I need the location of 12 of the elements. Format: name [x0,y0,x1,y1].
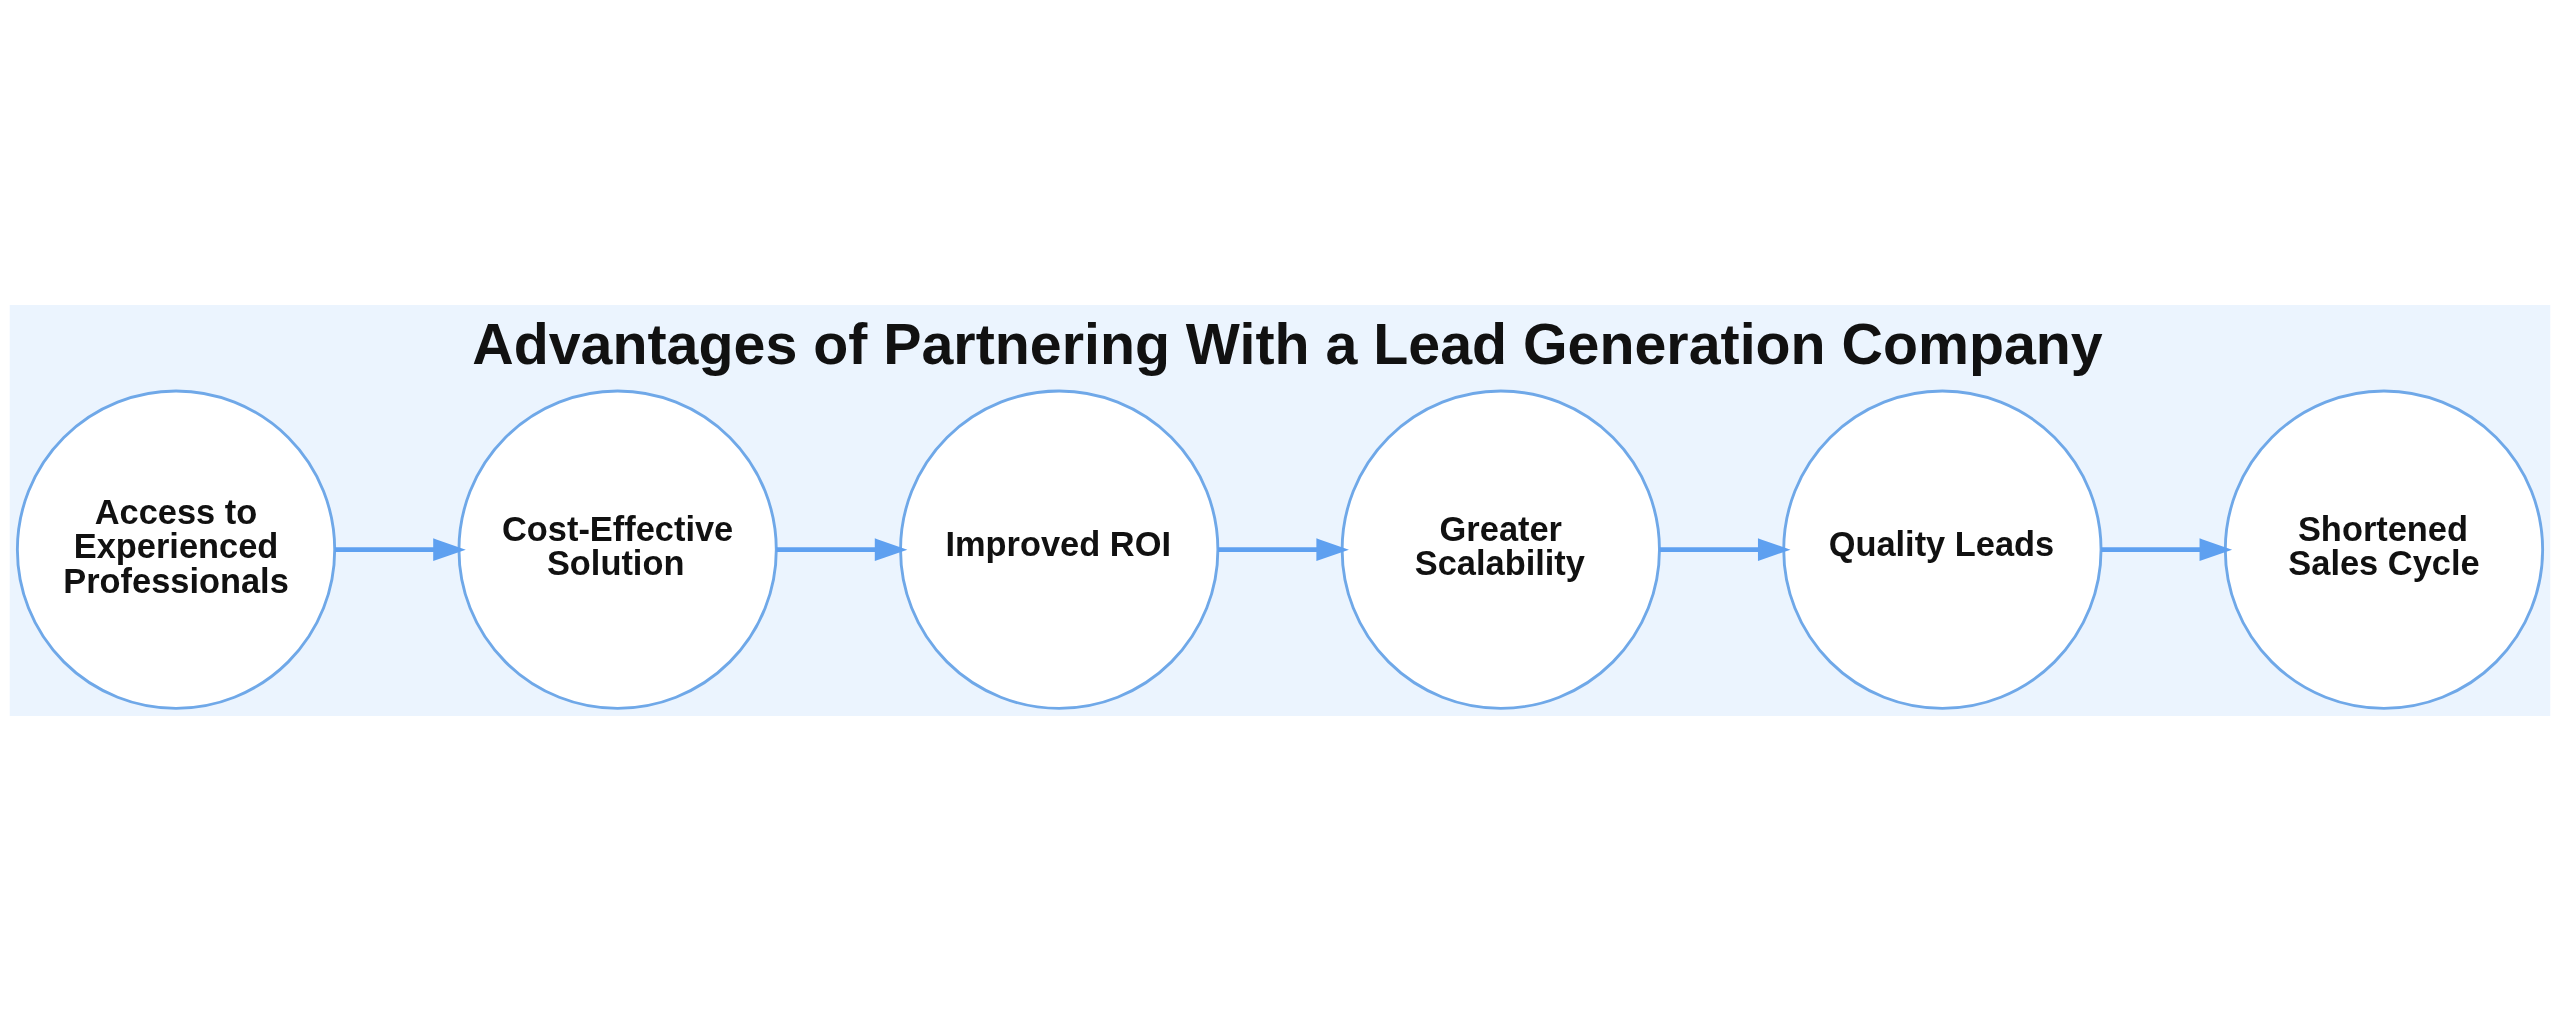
node-circle: Greater Scalability [1340,389,1661,710]
arrow [1659,537,1791,561]
diagram-title: Advantages of Partnering With a Lead Generation Company [472,311,2103,376]
node-circle: Shortened Sales Cycle [2223,389,2545,710]
arrow [334,537,466,561]
node-circle: Cost-Effective Solution [457,389,778,710]
node-circle: Improved ROI [899,389,1220,710]
arrow [2101,537,2233,561]
arrow [776,537,908,561]
node-circle: Quality Leads [1782,389,2103,710]
arrow [1217,537,1349,561]
node-circle: Access to Experienced Professionals [15,389,337,710]
